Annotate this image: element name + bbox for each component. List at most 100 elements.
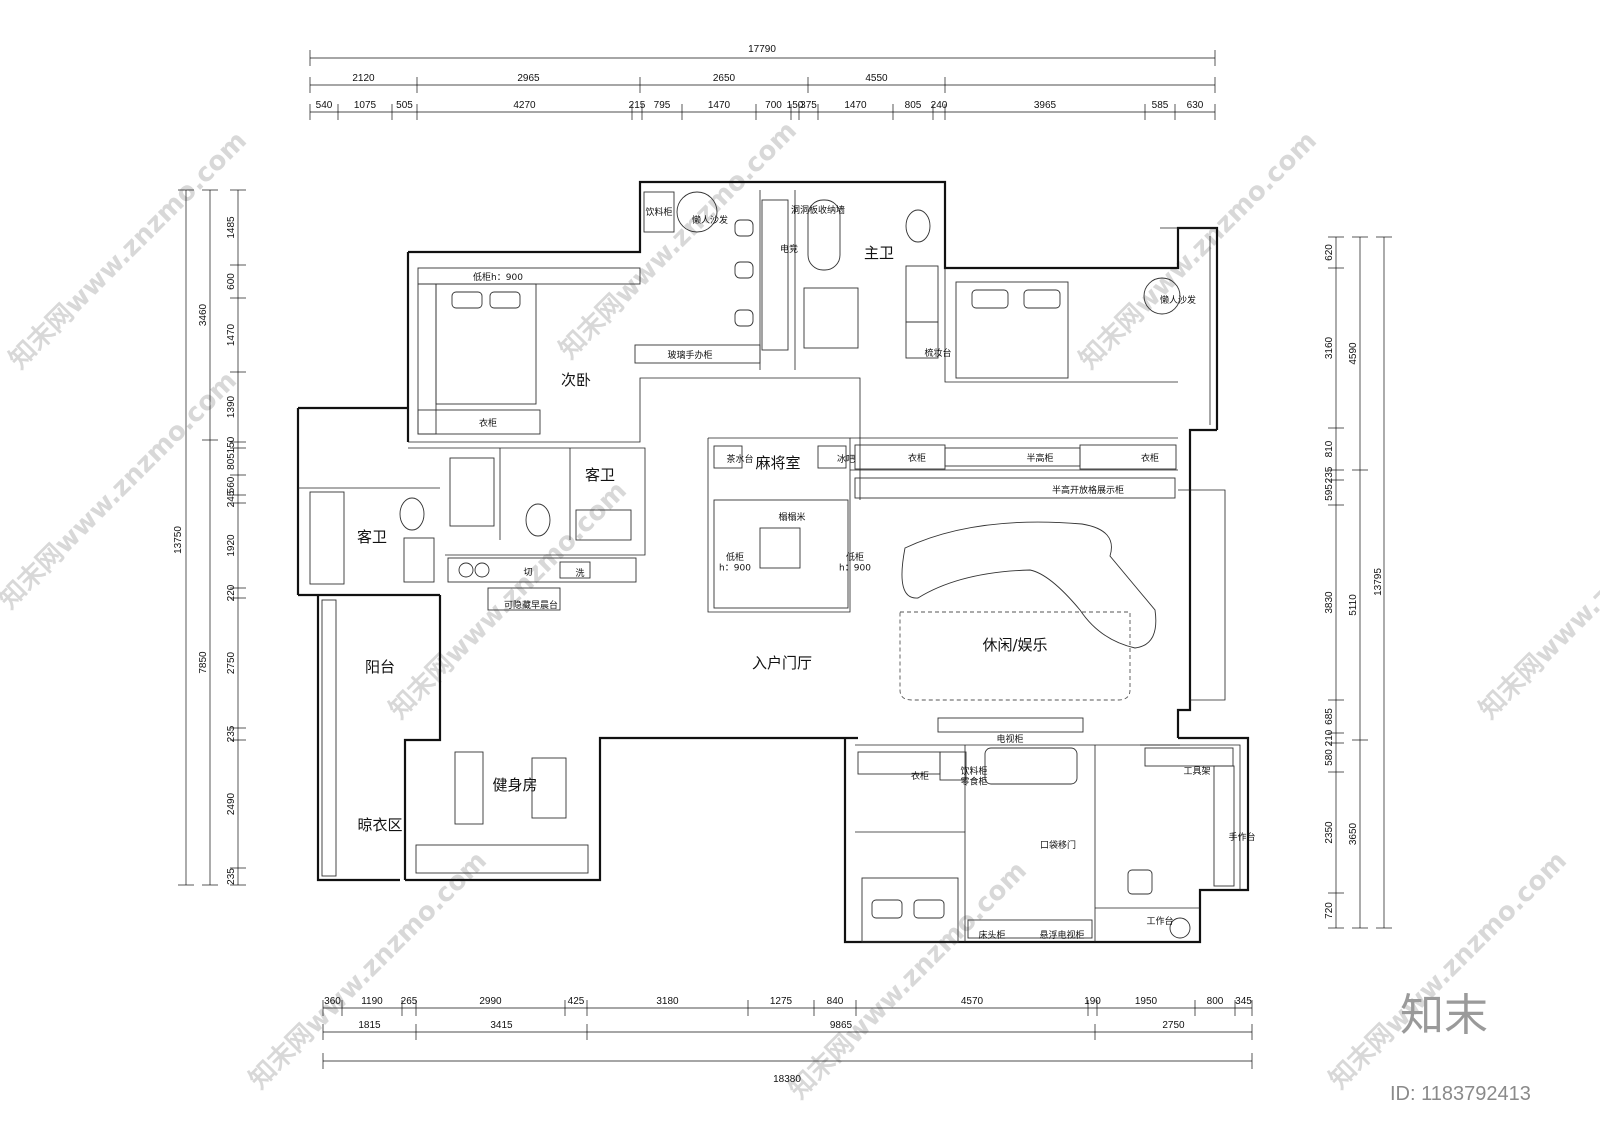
room-mahjong: 麻将室 — [755, 454, 800, 472]
dim-left-outer: 13750 — [173, 526, 184, 554]
label-half-height-cabinet: 半高柜 — [1026, 452, 1053, 464]
dim-top-total: 17790 — [748, 44, 776, 55]
dim-bot-r1-8: 4570 — [961, 996, 984, 1007]
label-tv-cabinet: 电视柜 — [996, 733, 1023, 745]
label-tatami: 榻榻米 — [778, 511, 805, 523]
image-id: ID: 1183792413 — [1390, 1083, 1531, 1105]
dim-left-mid-1: 7850 — [198, 651, 209, 674]
dim-bot-r1-10: 1950 — [1135, 996, 1158, 1007]
dim-right-inner-1: 3160 — [1324, 336, 1335, 359]
label-cut: 切 — [523, 567, 532, 578]
dim-right-inner-9: 2350 — [1324, 821, 1335, 844]
furniture — [309, 191, 1235, 943]
dim-top-r2-2: 505 — [396, 100, 413, 111]
dim-left-mid: 3460 7850 — [198, 189, 218, 886]
dim-top-r2-11: 805 — [905, 100, 922, 111]
label-wardrobe-left: 衣柜 — [908, 452, 926, 464]
label-drink-cabinet: 饮料柜 — [645, 206, 672, 218]
dim-top-r2-3: 4270 — [513, 100, 536, 111]
dim-top-r2-9: 375 — [800, 100, 817, 111]
room-second-bedroom: 次卧 — [561, 371, 591, 389]
dim-top-r2-0: 540 — [316, 100, 333, 111]
dim-left-inner-0: 1485 — [226, 216, 237, 239]
label-wardrobe-lower: 衣柜 — [911, 770, 929, 782]
dim-right-inner-0: 620 — [1324, 244, 1335, 261]
room-drying: 晾衣区 — [357, 816, 402, 834]
dim-top-r2-8: 150 — [787, 100, 804, 111]
dim-bot-r1-4: 425 — [568, 996, 585, 1007]
dim-left-inner-6: 560 — [226, 476, 237, 493]
dim-left-mid-0: 3460 — [198, 303, 209, 326]
label-wash: 洗 — [575, 567, 584, 579]
label-drink-snack-cabinet: 饮料柜零食柜 — [960, 765, 987, 787]
label-lazy-sofa-2: 懒人沙发 — [1160, 294, 1196, 306]
label-pegboard-wall: 洞洞板收纳墙 — [791, 204, 845, 216]
label-glass-figure-cabinet: 玻璃手办柜 — [667, 349, 712, 361]
dim-bot-r1-3: 2990 — [479, 996, 502, 1007]
dim-left-inner-7: 245 — [226, 490, 237, 507]
label-tool-rack: 工具架 — [1183, 766, 1210, 777]
dim-left-inner-8: 1920 — [226, 534, 237, 557]
room-balcony: 阳台 — [365, 658, 395, 676]
watermark-2: 知末网www.znzmo.com — [0, 366, 243, 615]
dim-left-inner-3: 1390 — [226, 395, 237, 418]
dim-bot-r1-7: 840 — [827, 996, 844, 1007]
dim-top-r2-7: 700 — [765, 100, 782, 111]
furniture-labels: 饮料柜 懒人沙发 洞洞板收纳墙 电竞 低柜h：900 玻璃手办柜 梳妆台 懒人沙… — [473, 204, 1255, 941]
dim-right-inner-3: 235 — [1324, 466, 1335, 483]
dim-left-inner-1: 600 — [226, 273, 237, 290]
room-guest-bath-lower: 客卫 — [357, 528, 387, 546]
dim-right-inner-8: 580 — [1324, 749, 1335, 766]
dim-bot-r2-0: 1815 — [358, 1020, 381, 1031]
dim-bot-r1-11: 800 — [1207, 996, 1224, 1007]
dim-bot-r1-12: 345 — [1235, 996, 1252, 1007]
dim-bot-r1-9: 190 — [1084, 996, 1101, 1007]
dim-right-inner-6: 685 — [1324, 708, 1335, 725]
label-work-desk: 工作台 — [1146, 915, 1173, 927]
dim-left-inner-13: 235 — [226, 868, 237, 885]
dim-bot-r2-2: 9865 — [830, 1020, 853, 1031]
walls — [296, 180, 1250, 944]
dim-bot-r1-1: 1190 — [361, 996, 383, 1007]
label-esports: 电竞 — [780, 243, 798, 255]
dim-top-r2-14: 585 — [1152, 100, 1169, 111]
label-display-cabinet: 半高开放格展示柜 — [1052, 484, 1124, 496]
watermark-9: 知末网www.znzmo.com — [1324, 846, 1573, 1095]
dim-top-r2-13: 3965 — [1034, 100, 1057, 111]
dim-right-inner-2: 810 — [1324, 440, 1335, 457]
dim-top-r2-12: 240 — [931, 100, 948, 111]
dim-right-inner-10: 720 — [1324, 902, 1335, 919]
dim-top-r2-1: 1075 — [354, 100, 377, 111]
label-wardrobe-bedroom: 衣柜 — [479, 417, 497, 429]
dim-right-inner-5: 3830 — [1324, 591, 1335, 614]
dim-right-mid-1: 5110 — [1348, 594, 1359, 616]
dim-right-inner-4: 595 — [1324, 484, 1335, 501]
dim-left-inner: 1485600147013901508055602451920220275023… — [226, 189, 246, 886]
watermark-7: 知末网www.znzmo.com — [244, 846, 493, 1095]
dim-right-mid-0: 4590 — [1348, 342, 1359, 365]
dim-right-mid: 4590 5110 3650 — [1348, 236, 1368, 929]
label-lazy-sofa-1: 懒人沙发 — [692, 214, 728, 226]
room-gym: 健身房 — [492, 776, 537, 794]
dim-bot-r1-5: 3180 — [656, 996, 679, 1007]
dim-top-r2-5: 795 — [654, 100, 671, 111]
dim-left-inner-2: 1470 — [226, 323, 237, 346]
label-bedside-cabinet: 床头柜 — [978, 929, 1005, 941]
label-pocket-door: 口袋移门 — [1040, 839, 1076, 851]
watermark-6: 知末网www.znzmo.com — [1474, 476, 1600, 725]
room-master-bath: 主卫 — [864, 244, 894, 262]
dim-right-mid-2: 3650 — [1348, 822, 1359, 845]
label-tea-station: 茶水台 — [726, 453, 753, 465]
label-floating-tv-cabinet: 悬浮电视柜 — [1039, 929, 1084, 941]
dim-right-outer: 13795 — [1373, 568, 1384, 596]
